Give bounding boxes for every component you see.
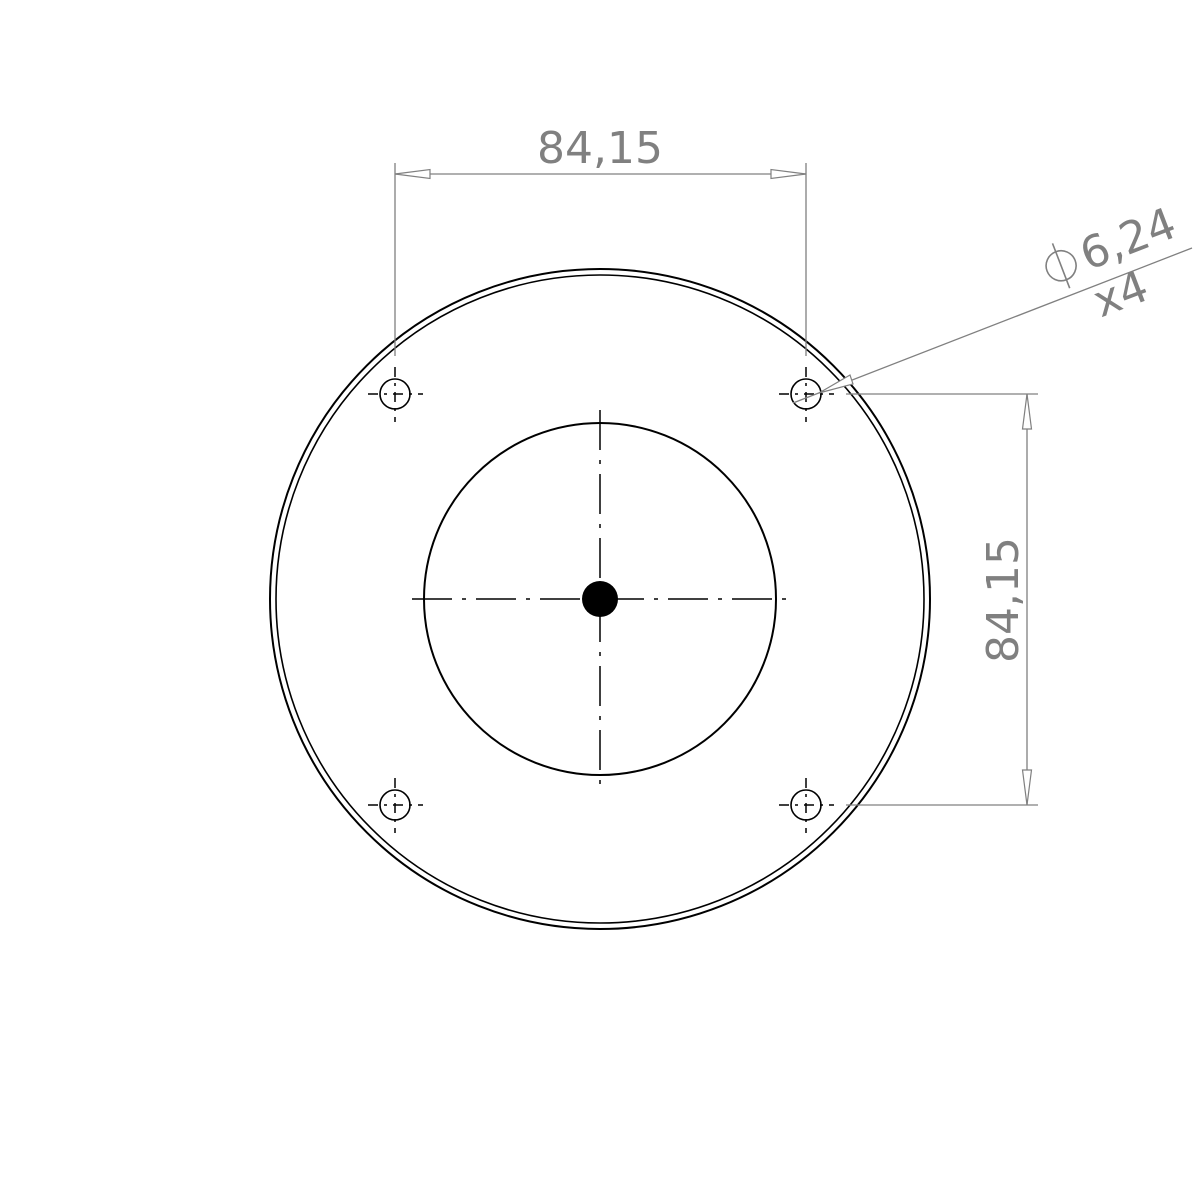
- center-point: [582, 581, 618, 617]
- outer-flange-edge: [269, 268, 931, 930]
- vertical-dimension: 84,15: [846, 393, 1038, 806]
- diameter-symbol: [1045, 243, 1077, 289]
- arrow-top: [1021, 393, 1033, 430]
- horizontal-dimension-label: 84,15: [537, 123, 663, 174]
- vertical-dimension-label: 84,15: [978, 537, 1029, 663]
- leader-arrow: [818, 374, 854, 394]
- mounting-hole-top-right: [779, 367, 834, 422]
- horizontal-dimension: 84,15: [394, 123, 807, 356]
- arrow-left: [394, 168, 431, 180]
- mounting-hole-bottom-right: [779, 778, 834, 833]
- outer-flange-inner-edge: [275, 274, 925, 924]
- hole-diameter-callout: 6,24 x4: [792, 198, 1193, 404]
- mounting-hole-top-left: [368, 367, 423, 422]
- mounting-hole-bottom-left: [368, 778, 423, 833]
- arrow-right: [770, 168, 807, 180]
- leader-line: [792, 247, 1193, 404]
- arrow-bottom: [1021, 769, 1033, 806]
